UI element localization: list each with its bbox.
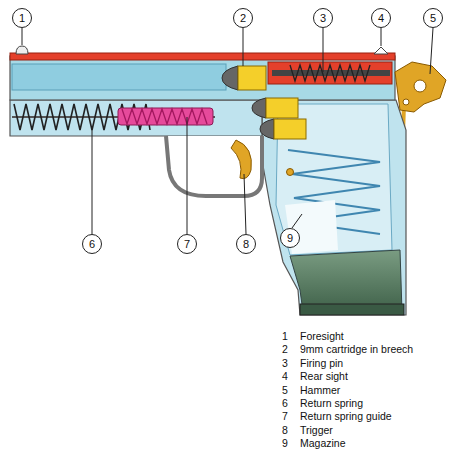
pin <box>287 169 294 176</box>
list-number: 7 <box>282 411 288 422</box>
list-number: 5 <box>282 384 288 395</box>
grip-frame <box>262 100 406 315</box>
slide <box>10 56 395 100</box>
firing-pin-block <box>268 62 392 84</box>
trigger-guard <box>166 136 262 196</box>
trigger <box>231 140 251 179</box>
list-number: 4 <box>282 371 288 382</box>
callout-number: 3 <box>320 13 326 24</box>
hammer-pin <box>403 99 409 105</box>
cartridge-case <box>266 98 298 118</box>
part-name: 9mm cartridge in breech <box>300 344 413 355</box>
callout-number: 1 <box>19 13 25 24</box>
grip-panel <box>290 250 402 312</box>
firing-pin-spring <box>290 65 370 81</box>
guide-coil <box>122 109 207 124</box>
callout-number: 6 <box>89 239 95 250</box>
hammer <box>395 62 446 112</box>
list-number: 8 <box>282 425 288 436</box>
hammer-pivot <box>414 80 426 92</box>
part-name: Hammer <box>300 384 340 395</box>
callout-number: 9 <box>287 233 293 244</box>
bullet <box>252 98 266 118</box>
bullet <box>260 119 274 139</box>
slide-top <box>10 53 395 60</box>
list-number: 9 <box>282 438 288 449</box>
callout-number: 8 <box>243 239 249 250</box>
magazine-base <box>300 304 404 315</box>
cartridge-case <box>238 66 266 90</box>
list-number: 1 <box>282 331 288 342</box>
part-name: Magazine <box>300 438 346 449</box>
barrel <box>12 64 226 90</box>
part-name: Return spring guide <box>300 411 392 422</box>
cartridge-case <box>274 119 306 139</box>
list-number: 2 <box>282 344 288 355</box>
part-name: Firing pin <box>300 358 343 369</box>
part-name: Return spring <box>300 398 363 409</box>
foresight <box>16 46 28 54</box>
lower-frame <box>10 100 262 136</box>
bullet <box>222 66 238 90</box>
list-number: 3 <box>282 358 288 369</box>
leader-lines <box>22 28 433 234</box>
callout-number: 4 <box>378 13 384 24</box>
return-spring-guide <box>118 108 213 125</box>
callout-circles <box>13 9 443 254</box>
callout-number: 5 <box>430 13 436 24</box>
part-name: Trigger <box>300 425 333 436</box>
rear-sight <box>374 47 388 54</box>
firing-pin <box>272 70 390 76</box>
callout-number: 2 <box>240 13 246 24</box>
part-name: Rear sight <box>300 371 348 382</box>
part-name: Foresight <box>300 331 344 342</box>
callout-number: 7 <box>184 239 190 250</box>
list-number: 6 <box>282 398 288 409</box>
